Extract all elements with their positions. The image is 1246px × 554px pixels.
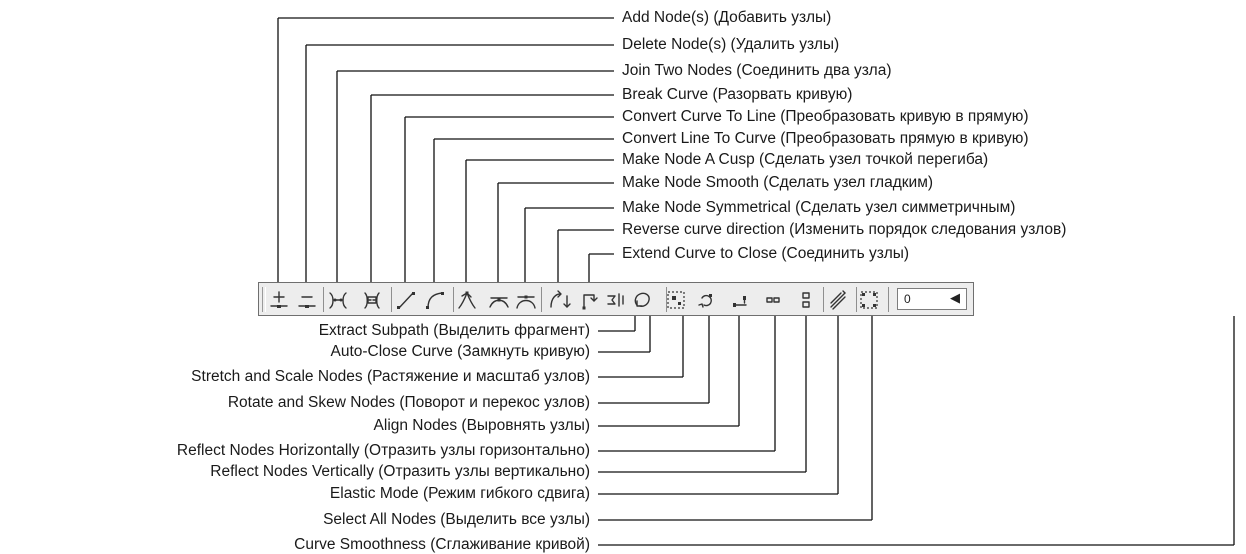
join-nodes-icon <box>329 292 347 309</box>
cusp-node-icon <box>458 291 476 309</box>
label-make_smooth: Make Node Smooth (Сделать узел гладким) <box>622 174 934 191</box>
break-curve-button[interactable] <box>360 288 384 312</box>
label-extend_to_close: Extend Curve to Close (Соединить узлы) <box>622 245 910 262</box>
label-rotate_skew: Rotate and Skew Nodes (Поворот и перекос… <box>227 394 590 411</box>
toolbar-separator <box>823 287 824 312</box>
delete-node-icon <box>298 296 316 308</box>
toolbar-separator <box>453 287 454 312</box>
reflect-horizontal-icon <box>766 297 780 303</box>
label-add_nodes: Add Node(s) (Добавить узлы) <box>622 9 832 26</box>
symmetrical-node-icon <box>516 295 536 309</box>
label-align_nodes: Align Nodes (Выровнять узлы) <box>373 417 590 434</box>
extend-close-icon <box>582 294 598 310</box>
select-all-nodes-icon <box>860 291 878 309</box>
to-curve-icon <box>426 292 444 309</box>
toolbar-separator <box>391 287 392 312</box>
toolbar-separator <box>666 287 667 312</box>
label-stretch_scale: Stretch and Scale Nodes (Растяжение и ма… <box>191 368 590 385</box>
add-nodes-button[interactable] <box>267 288 291 312</box>
curve-smoothness-value: 0 <box>904 292 911 306</box>
shape-tool-toolbar: 0 ◀ <box>258 282 974 316</box>
toolbar-separator <box>888 287 889 312</box>
extend-to-close-button[interactable] <box>578 288 602 312</box>
auto-close-icon <box>634 292 650 307</box>
smooth-node-icon <box>489 297 509 308</box>
rotate-skew-button[interactable] <box>695 288 719 312</box>
reflect-vertical-button[interactable] <box>794 288 818 312</box>
toolbar-grip[interactable] <box>262 287 266 312</box>
make-cusp-button[interactable] <box>455 288 479 312</box>
reverse-direction-icon <box>550 290 571 308</box>
reverse-direction-button[interactable] <box>547 288 571 312</box>
toolbar-separator <box>541 287 542 312</box>
label-join_two_nodes: Join Two Nodes (Соединить два узла) <box>622 62 892 79</box>
label-elastic_mode: Elastic Mode (Режим гибкого сдвига) <box>329 485 590 502</box>
reflect-vertical-icon <box>802 292 810 308</box>
curve-to-line-button[interactable] <box>394 288 418 312</box>
extract-subpath-icon <box>607 293 624 307</box>
extract-subpath-button[interactable] <box>604 288 628 312</box>
label-line_to_curve: Convert Line To Curve (Преобразовать пря… <box>622 130 1029 147</box>
label-extract_subpath: Extract Subpath (Выделить фрагмент) <box>318 322 590 339</box>
select-all-button[interactable] <box>857 288 881 312</box>
stretch-scale-button[interactable] <box>664 288 688 312</box>
delete-nodes-button[interactable] <box>295 288 319 312</box>
align-nodes-button[interactable] <box>728 288 752 312</box>
label-make_cusp: Make Node A Cusp (Сделать узел точкой пе… <box>622 151 989 168</box>
rotate-skew-icon <box>698 294 712 308</box>
elastic-mode-icon <box>830 290 846 310</box>
join-two-nodes-button[interactable] <box>326 288 350 312</box>
add-node-icon <box>270 291 288 308</box>
line-to-curve-button[interactable] <box>423 288 447 312</box>
toolbar-separator <box>856 287 857 312</box>
label-make_symmetrical: Make Node Symmetrical (Сделать узел симм… <box>622 199 1016 216</box>
make-symmetrical-button[interactable] <box>514 288 538 312</box>
align-nodes-icon <box>733 296 747 307</box>
label-auto_close: Auto-Close Curve (Замкнуть кривую) <box>330 343 591 360</box>
auto-close-button[interactable] <box>630 288 654 312</box>
label-reflect_vertical: Reflect Nodes Vertically (Отразить узлы … <box>210 463 590 480</box>
label-curve_smoothness: Curve Smoothness (Сглаживание кривой) <box>294 536 590 553</box>
reflect-horizontal-button[interactable] <box>761 288 785 312</box>
slider-arrow-icon[interactable]: ◀ <box>950 290 960 305</box>
label-reverse_direction: Reverse curve direction (Изменить порядо… <box>622 221 1067 238</box>
to-line-icon <box>397 292 415 309</box>
label-break_curve: Break Curve (Разорвать кривую) <box>622 86 853 103</box>
label-delete_nodes: Delete Node(s) (Удалить узлы) <box>622 36 840 53</box>
label-select_all: Select All Nodes (Выделить все узлы) <box>323 511 590 528</box>
toolbar-separator <box>323 287 324 312</box>
label-reflect_horizontal: Reflect Nodes Horizontally (Отразить узл… <box>176 442 590 459</box>
break-curve-icon <box>364 292 380 309</box>
elastic-mode-button[interactable] <box>826 288 850 312</box>
curve-smoothness-field[interactable]: 0 ◀ <box>897 288 967 310</box>
label-curve_to_line: Convert Curve To Line (Преобразовать кри… <box>622 108 1029 125</box>
make-smooth-button[interactable] <box>487 288 511 312</box>
stretch-scale-icon <box>667 291 685 309</box>
